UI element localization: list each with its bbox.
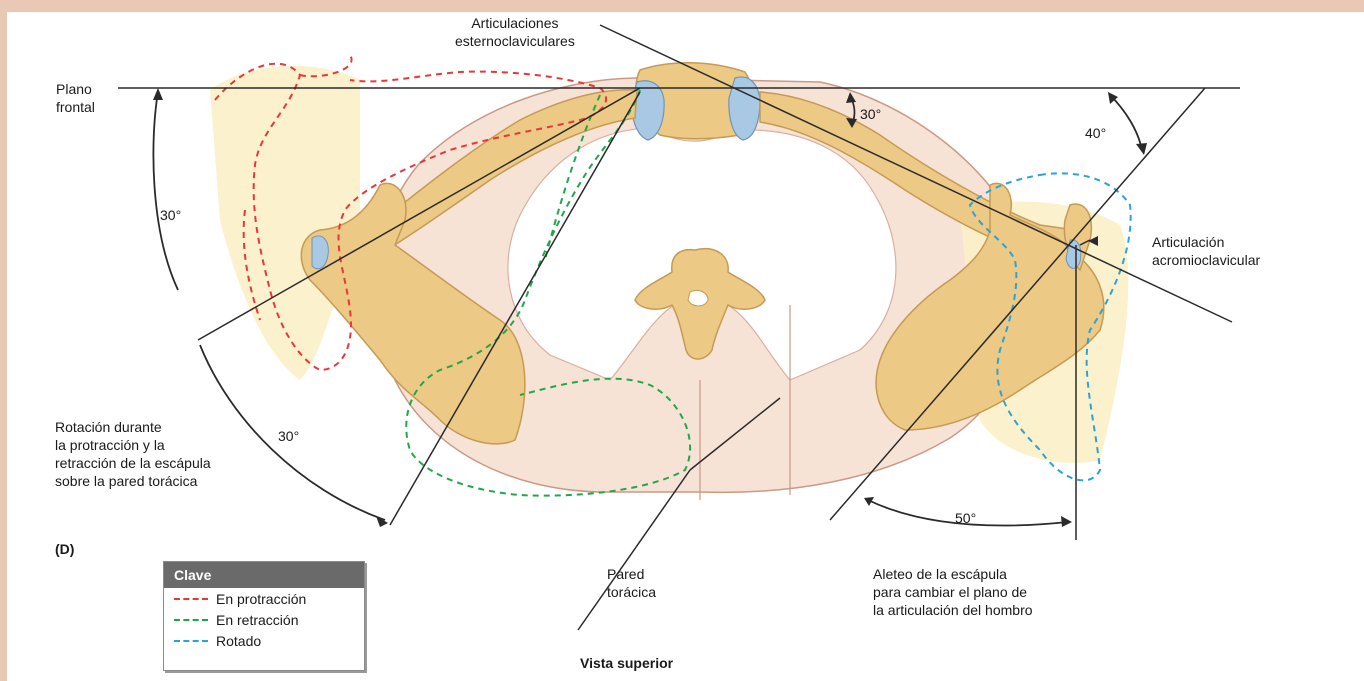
winging-label-line3: la articulación del hombro [873,601,1033,619]
legend-item-rotated: Rotado [164,630,364,651]
rotation-label-line2: la protracción y la [55,436,211,454]
legend-item-protraction: En protracción [164,588,364,609]
legend-swatch-rotated [174,640,208,642]
frontal-plane-label-line2: frontal [56,98,95,116]
legend-swatch-retraction [174,619,208,621]
thoracic-wall-label-line1: Pared [607,565,656,583]
winging-label-line2: para cambiar el plano de [873,583,1033,601]
rotation-label-line3: retracción de la escápula [55,454,211,472]
winging-label-line1: Aleteo de la escápula [873,565,1033,583]
rotation-label-line1: Rotación durante [55,418,211,436]
angle-right-upper: 40° [1085,125,1106,141]
legend-label-retraction: En retracción [216,612,298,628]
acromioclavicular-label-line1: Articulación [1152,233,1260,251]
angle-left-lower: 30° [278,428,299,444]
panel-letter: (D) [55,540,74,558]
winging-label: Aleteo de la escápula para cambiar el pl… [873,565,1033,619]
left-scapula-shadow [210,66,360,380]
rotation-label: Rotación durante la protracción y la ret… [55,418,211,490]
sternoclavicular-label-line1: Articulaciones [455,14,575,32]
sternoclavicular-label: Articulaciones esternoclaviculares [455,14,575,50]
rotation-label-line4: sobre la pared torácica [55,472,211,490]
vertebral-foramen [688,290,708,306]
thoracic-wall-label-line2: torácica [607,583,656,601]
angle-left-upper: 30° [160,207,181,223]
frontal-plane-label-line1: Plano [56,80,95,98]
view-label: Vista superior [580,654,673,672]
legend-label-protraction: En protracción [216,591,306,607]
legend-label-rotated: Rotado [216,633,261,649]
legend-title: Clave [164,562,364,588]
angle-clavicle: 30° [860,106,881,122]
frontal-plane-label: Plano frontal [56,80,95,116]
legend-item-retraction: En retracción [164,609,364,630]
acromioclavicular-label: Articulación acromioclavicular [1152,233,1260,269]
angle-right-lower: 50° [955,510,976,526]
legend-swatch-protraction [174,598,208,600]
acromioclavicular-label-line2: acromioclavicular [1152,251,1260,269]
legend-box: Clave En protracción En retracción Rotad… [163,561,365,671]
sternoclavicular-label-line2: esternoclaviculares [455,32,575,50]
thoracic-wall-label: Pared torácica [607,565,656,601]
